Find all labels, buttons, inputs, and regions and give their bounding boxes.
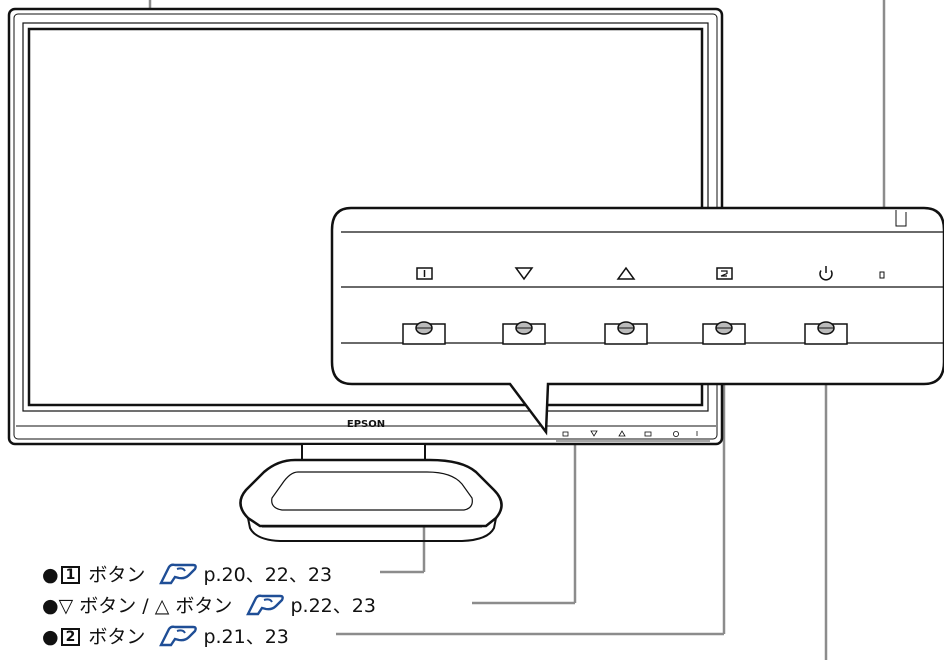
button-1 — [402, 321, 446, 345]
bullet: ● — [42, 595, 59, 617]
down-triangle-icon: ▽ — [58, 595, 74, 617]
page-reference: p.20、22、23 — [203, 564, 333, 586]
button-2-icon — [716, 267, 733, 280]
button-1-icon — [416, 267, 433, 280]
callout-text: ボタン — [82, 626, 146, 648]
callout-text: ボタン / — [73, 595, 155, 617]
page-reference: p.21、23 — [203, 626, 289, 648]
up-triangle-icon: △ — [154, 595, 170, 617]
callout-button-2: ●2 ボタン p.21、23 — [42, 622, 289, 652]
power-icon — [819, 266, 833, 281]
callout-text: ボタン — [169, 595, 233, 617]
key-box-icon: 1 — [60, 566, 81, 584]
bullet: ● — [42, 626, 59, 648]
reference-hand-icon — [246, 594, 286, 621]
reference-hand-icon — [159, 563, 199, 590]
callout-text: ボタン — [82, 564, 146, 586]
monitor-stand — [239, 443, 503, 542]
brand-logo: EPSON — [347, 419, 385, 430]
callout-button-1: ●1 ボタン p.20、22、23 — [42, 560, 332, 590]
page-reference: p.22、23 — [290, 595, 376, 617]
button-power — [804, 321, 848, 345]
button-down — [502, 321, 546, 345]
key-box-icon: 2 — [60, 628, 81, 646]
bullet: ● — [42, 564, 59, 586]
button-up — [604, 321, 648, 345]
up-triangle-icon — [616, 266, 636, 280]
reference-hand-icon — [159, 625, 199, 652]
button-2 — [702, 321, 746, 345]
bezel-button-row — [556, 430, 710, 442]
physical-buttons — [402, 321, 848, 345]
key-icons — [416, 266, 833, 281]
callout-up-down-buttons: ●▽ ボタン / △ ボタン p.22、23 — [42, 591, 376, 621]
down-triangle-icon — [514, 267, 534, 281]
